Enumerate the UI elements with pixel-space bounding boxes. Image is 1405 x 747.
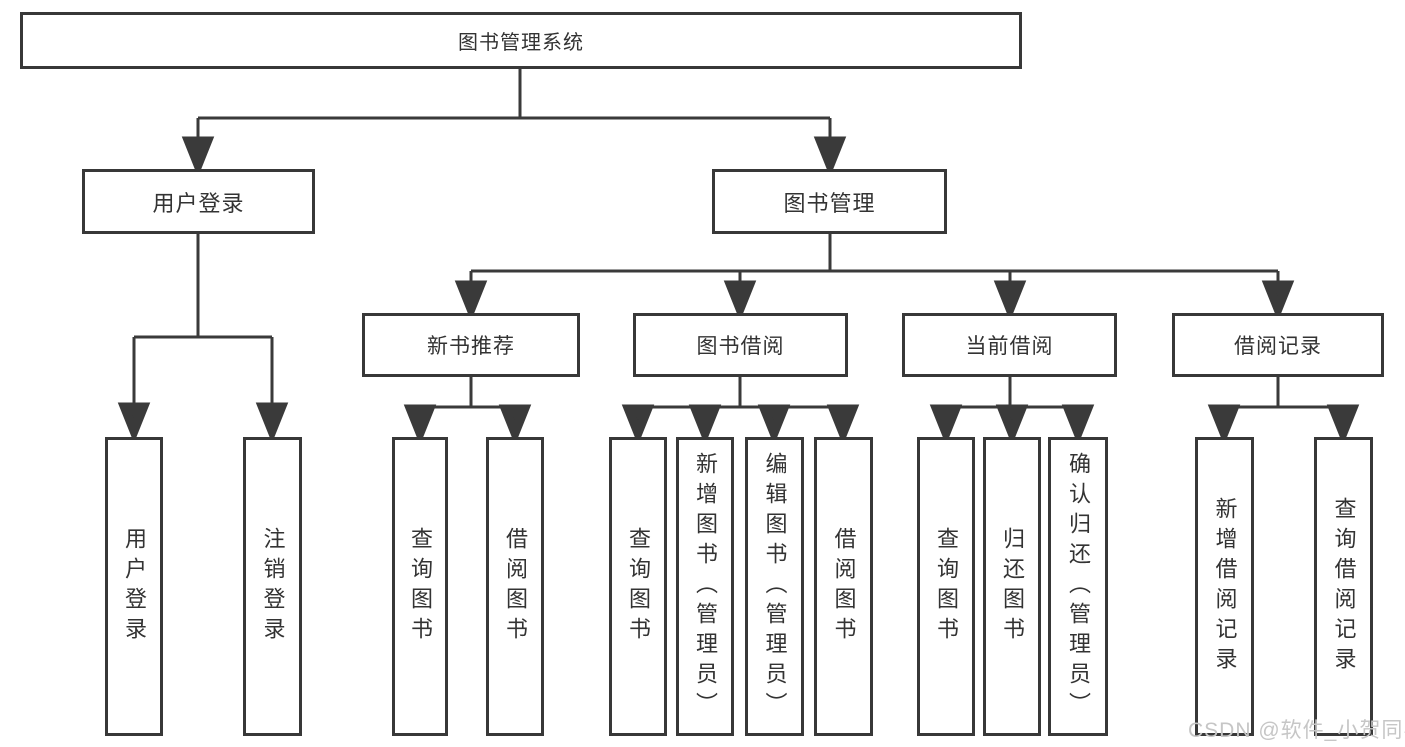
node-user-login: 用户登录: [82, 169, 315, 234]
leaf-user-login-label: 用户登录: [122, 526, 147, 647]
leaf-query-books-current: 查询图书: [917, 437, 975, 736]
connector-bars: [134, 69, 1343, 409]
leaf-borrow-books-recommend-label: 借阅图书: [503, 526, 528, 647]
leaf-query-books-borrowing: 查询图书: [609, 437, 667, 736]
leaf-add-borrow-record-label: 新增借阅记录: [1212, 496, 1238, 677]
leaf-logout: 注销登录: [243, 437, 302, 736]
leaf-return-books: 归还图书: [983, 437, 1041, 736]
node-book-management: 图书管理: [712, 169, 947, 234]
leaf-add-books-admin-label: 新增图书（管理员）: [693, 451, 718, 722]
csdn-watermark: CSDN @软件_小贺同学: [1188, 719, 1405, 742]
node-new-book-recommendation-label: 新书推荐: [427, 335, 515, 358]
leaf-query-books-current-label: 查询图书: [934, 526, 959, 647]
node-book-borrowing: 图书借阅: [633, 313, 848, 377]
node-borrowing-records: 借阅记录: [1172, 313, 1384, 377]
leaf-return-books-label: 归还图书: [1000, 526, 1025, 647]
node-current-borrowing: 当前借阅: [902, 313, 1117, 377]
leaf-edit-books-admin-label: 编辑图书（管理员）: [762, 451, 788, 722]
leaf-query-books-recommend-label: 查询图书: [408, 526, 433, 647]
leaf-query-books-borrowing-label: 查询图书: [626, 526, 651, 647]
leaf-logout-label: 注销登录: [260, 526, 286, 647]
leaf-confirm-return-admin: 确认归还（管理员）: [1048, 437, 1108, 736]
leaf-borrow-books: 借阅图书: [814, 437, 873, 736]
node-user-login-label: 用户登录: [152, 190, 245, 216]
leaf-borrow-books-label: 借阅图书: [831, 526, 857, 647]
leaf-add-books-admin: 新增图书（管理员）: [676, 437, 734, 736]
leaf-query-books-recommend: 查询图书: [392, 437, 448, 736]
node-library-management-system-label: 图书管理系统: [458, 32, 584, 54]
leaf-confirm-return-admin-label: 确认归还（管理员）: [1066, 451, 1091, 722]
leaf-user-login: 用户登录: [105, 437, 163, 736]
node-new-book-recommendation: 新书推荐: [362, 313, 580, 377]
node-book-borrowing-label: 图书借阅: [696, 335, 785, 358]
node-book-management-label: 图书管理: [783, 190, 876, 216]
node-borrowing-records-label: 借阅记录: [1234, 335, 1322, 358]
node-current-borrowing-label: 当前借阅: [965, 335, 1054, 358]
leaf-query-borrow-record: 查询借阅记录: [1314, 437, 1373, 736]
node-library-management-system: 图书管理系统: [20, 12, 1022, 69]
leaf-query-borrow-record-label: 查询借阅记录: [1331, 496, 1357, 677]
leaf-add-borrow-record: 新增借阅记录: [1195, 437, 1254, 736]
leaf-edit-books-admin: 编辑图书（管理员）: [745, 437, 804, 736]
leaf-borrow-books-recommend: 借阅图书: [486, 437, 544, 736]
